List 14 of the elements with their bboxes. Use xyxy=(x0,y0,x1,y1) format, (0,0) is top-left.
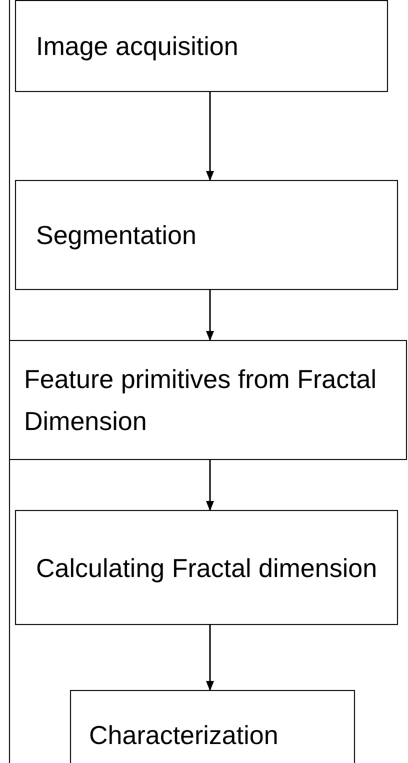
process-box xyxy=(15,510,398,625)
arrow xyxy=(206,290,214,341)
process-box xyxy=(9,340,407,460)
process-box xyxy=(70,690,355,763)
box-label: Feature primitives from Fractal Dimension xyxy=(24,363,378,438)
arrow xyxy=(206,625,214,691)
box-label: Characterization xyxy=(89,719,280,752)
box-label: Segmentation xyxy=(36,219,198,252)
process-box xyxy=(15,0,388,92)
arrow xyxy=(206,460,214,511)
box-label: Image acquisition xyxy=(36,30,240,63)
arrow xyxy=(206,92,214,181)
box-label: Calculating Fractal dimension xyxy=(36,552,378,584)
process-box xyxy=(15,180,398,290)
